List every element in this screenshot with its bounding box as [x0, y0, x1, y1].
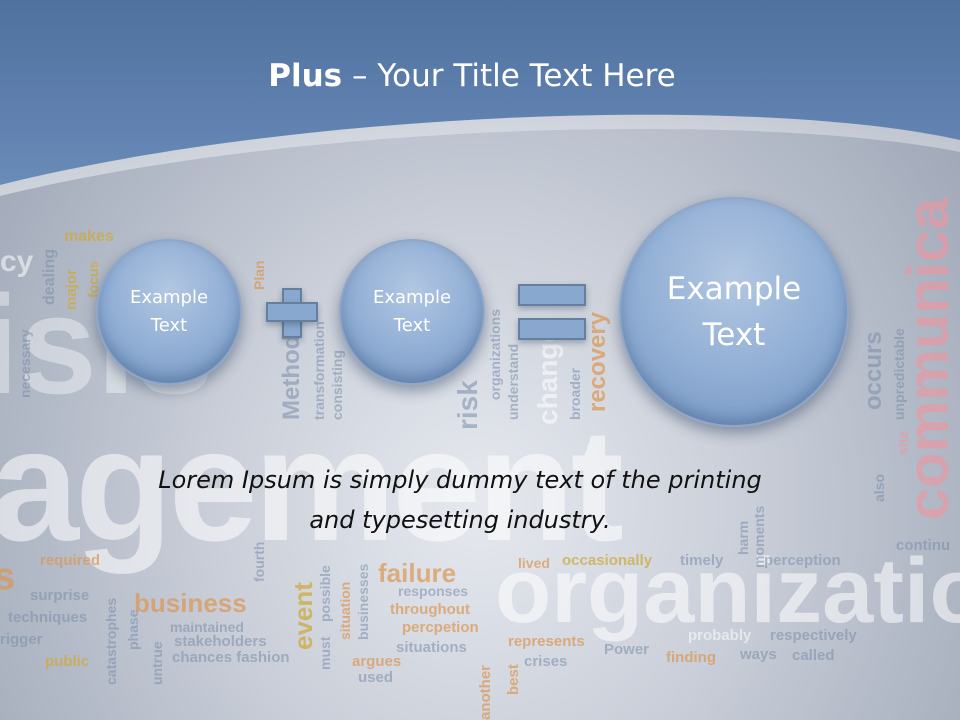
bg-word: possible [317, 565, 333, 622]
bg-word: Power [604, 641, 650, 658]
bg-word: techniques [8, 609, 88, 626]
bg-word: unpredictable [891, 328, 907, 420]
caption-line2: and typesetting industry. [309, 506, 611, 534]
bg-word: communica [896, 197, 960, 520]
bg-word: maintained [170, 619, 244, 635]
bg-word: failure [378, 558, 457, 588]
slide-title: Plus – Your Title Text Here [0, 52, 944, 100]
circle-result-line1: Example [666, 271, 802, 307]
bg-word: business [134, 588, 247, 618]
bg-word: finding [666, 649, 716, 666]
bg-word: catastrophes [103, 597, 119, 685]
bg-word: crises [524, 653, 568, 670]
bg-word: lived [518, 555, 550, 571]
bg-word: cy [0, 245, 34, 278]
bg-word: throughout [390, 601, 470, 618]
circle-result[interactable]: Example Text [619, 197, 849, 427]
bg-word: respectively [770, 627, 857, 644]
circle-result-line2: Text [702, 317, 766, 353]
bg-word: another [477, 664, 494, 720]
bg-word: required [40, 552, 101, 569]
bg-word: percpetion [402, 619, 479, 636]
equals-sign-top [518, 284, 586, 306]
title-bold: Plus [268, 58, 343, 94]
caption-text: Lorem Ipsum is simply dummy text of the … [100, 460, 820, 540]
bg-word: situations [396, 639, 467, 656]
bg-word: untrue [149, 641, 165, 685]
bg-word: makes [64, 228, 114, 245]
bg-word: must [317, 636, 333, 670]
circle-first-line1: Example [129, 287, 209, 308]
bg-word: necessary [17, 329, 33, 398]
bg-word: broader [567, 367, 583, 420]
bg-word: dealing [41, 248, 58, 305]
circle-first[interactable]: Example Text [96, 239, 242, 385]
equals-sign-bottom [518, 318, 586, 340]
bg-word: site [895, 430, 911, 455]
bg-word: perception [764, 552, 841, 569]
bg-word: occasionally [562, 552, 653, 569]
caption-line1: Lorem Ipsum is simply dummy text of the … [158, 466, 762, 494]
circle-second-line2: Text [393, 315, 431, 336]
circle-first-line2: Text [150, 315, 188, 336]
bg-word: chances fashion [172, 649, 290, 666]
circle-second-line1: Example [372, 287, 452, 308]
bg-word: event [288, 582, 318, 650]
bg-word: probably [688, 627, 752, 644]
bg-word: transformation [311, 321, 327, 420]
bg-word: also [871, 473, 887, 502]
bg-word: change [532, 326, 563, 425]
bg-word: continu [896, 537, 951, 554]
plus-sign-horizontal [266, 302, 318, 322]
bg-word: stakeholders [174, 633, 267, 650]
bg-word: risk [452, 380, 483, 430]
bg-word: major [63, 269, 80, 310]
bg-word: organizations [487, 308, 503, 400]
bg-word: consisting [329, 349, 345, 420]
circle-second[interactable]: Example Text [339, 239, 485, 385]
bg-word: Method [278, 334, 305, 420]
circle-second-text: Example Text [373, 284, 451, 340]
bg-word: understand [505, 343, 521, 420]
title-rest: – Your Title Text Here [342, 58, 676, 94]
bg-word: Plan [251, 260, 267, 290]
bg-word: ways [740, 646, 777, 663]
bg-word: public [45, 653, 90, 670]
bg-word: called [792, 647, 835, 664]
bg-word: used [358, 669, 394, 686]
bg-word: rigger [0, 631, 43, 648]
bg-word: organizatio [495, 540, 960, 642]
bg-word: timely [680, 552, 724, 569]
bg-word: situation [337, 581, 353, 640]
bg-word: responses [398, 583, 469, 599]
bg-word: argues [352, 653, 402, 670]
bg-word: s [0, 556, 16, 598]
circle-first-text: Example Text [130, 284, 208, 340]
bg-word: agement [0, 395, 624, 574]
circle-result-text: Example Text [667, 266, 802, 358]
bg-word: best [505, 664, 522, 695]
bg-word: represents [508, 633, 585, 650]
bg-word: recovery [584, 311, 611, 412]
bg-word: fourth [251, 541, 267, 582]
bg-word: businesses [355, 563, 371, 640]
bg-word: occurs [860, 331, 887, 410]
bg-word: surprise [30, 587, 90, 604]
